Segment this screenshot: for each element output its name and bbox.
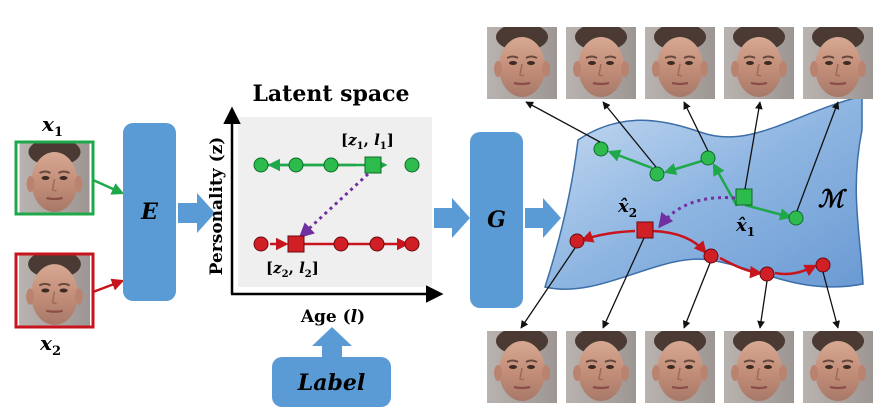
encoder-block: E (123, 123, 176, 301)
latent-green-anchor (364, 156, 382, 174)
svg-text:x2: x2 (39, 331, 61, 359)
manifold-red-point (815, 257, 831, 273)
latent-green-point (404, 157, 420, 173)
input-face-x2-frame (14, 252, 95, 329)
output-face-bottom (645, 331, 715, 403)
output-face-top (566, 27, 636, 99)
x2-sub: 2 (52, 344, 61, 359)
manifold-surface (544, 95, 864, 290)
encoder-label: E (140, 199, 159, 225)
output-face-bottom (724, 331, 794, 403)
manifold-symbol: ℳ (818, 184, 848, 213)
input-face-x1 (14, 140, 95, 216)
generator-block: G (470, 132, 523, 308)
input-face-x1-frame (14, 140, 95, 216)
manifold-red-anchor (636, 221, 654, 239)
latent-red-point (253, 236, 269, 252)
output-face-bottom (566, 331, 636, 403)
input-face-x2 (14, 252, 95, 329)
latent-red-point (333, 236, 349, 252)
latent-panel (238, 117, 432, 287)
latent-point2-label: [z2, l2] (266, 259, 319, 280)
latent-red-point (369, 236, 385, 252)
output-face-top (645, 27, 715, 99)
latent-interpolation-arrow (298, 172, 370, 239)
manifold-red-path (569, 221, 831, 282)
generator-label: G (487, 207, 506, 233)
output-face-bottom (803, 331, 873, 403)
latent-green-point (288, 157, 304, 173)
manifold-red-point (759, 266, 775, 282)
svg-text:x1: x1 (41, 112, 63, 140)
block-arrow-generator-to-manifold (525, 198, 561, 238)
x1-sub: 1 (54, 125, 63, 140)
output-faces-top (487, 27, 873, 99)
x1-var: x (41, 112, 55, 136)
latent-red-point (404, 236, 420, 252)
arrow-x2-to-encoder (92, 278, 125, 294)
manifold-green-point (593, 141, 609, 157)
manifold-xhat2-label: x̂2 (617, 196, 637, 220)
x2-var: x (39, 331, 53, 355)
input-x1-label: x1 (41, 112, 63, 140)
manifold-red-point (703, 248, 719, 264)
latent-green-point (323, 157, 339, 173)
top-face-connectors (525, 101, 840, 212)
manifold-xhat1-label: x̂1 (735, 215, 755, 239)
manifold-green-path (593, 141, 804, 226)
output-face-top (803, 27, 873, 99)
block-arrow-latent-to-generator (434, 198, 470, 238)
manifold-red-point (569, 233, 585, 249)
output-faces-bottom (487, 331, 873, 403)
latent-green-row (253, 156, 420, 174)
bottom-face-connectors (520, 237, 840, 329)
block-arrow-label-to-latent (312, 327, 352, 357)
label-block: Label (272, 357, 391, 407)
manifold-green-point (700, 150, 716, 166)
output-face-top (487, 27, 557, 99)
label-block-text: Label (297, 370, 365, 396)
latent-green-point (253, 157, 269, 173)
block-arrow-encoder-to-latent (178, 193, 215, 233)
output-face-top (724, 27, 794, 99)
latent-red-row (253, 235, 420, 253)
latent-y-axis-label: Personality (z) (207, 137, 227, 276)
manifold-interpolation-arrow (658, 196, 736, 229)
manifold-green-point (649, 166, 665, 182)
manifold-green-point (788, 210, 804, 226)
latent-point1-label: [z1, l1] (341, 131, 394, 152)
latent-title: Latent space (252, 81, 409, 107)
arrow-x1-to-encoder (92, 178, 125, 195)
output-face-bottom (487, 331, 557, 403)
latent-red-anchor (287, 235, 305, 253)
input-x2-label: x2 (39, 331, 61, 359)
manifold-green-anchor (735, 188, 753, 206)
latent-x-axis-label: Age (l) (300, 307, 365, 327)
